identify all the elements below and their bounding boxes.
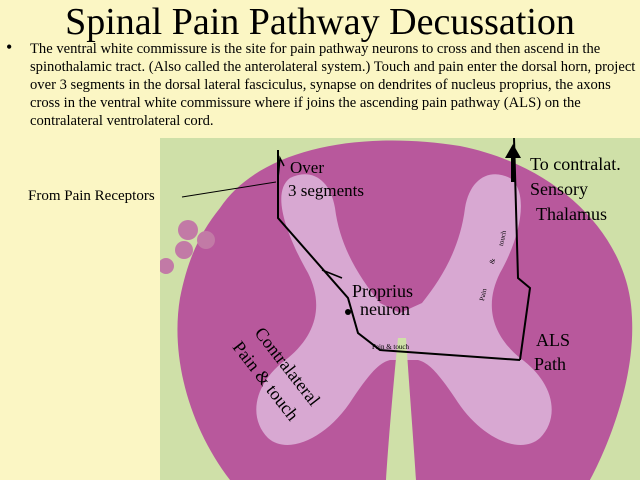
proprius-neuron-dot [345, 309, 351, 315]
thalamus-label: Thalamus [536, 204, 607, 224]
three-segments-label: 3 segments [288, 181, 365, 200]
from-pain-receptors-label: From Pain Receptors [28, 188, 155, 204]
receptor-pointer-line [181, 181, 277, 198]
nerve-root [175, 241, 193, 259]
nerve-root [160, 258, 174, 274]
als-label: ALS [536, 330, 571, 350]
up-arrow-icon [505, 144, 521, 158]
up-arrow-shaft [511, 158, 515, 182]
bullet-dot-icon: • [6, 37, 13, 57]
spinal-cord-svg [160, 138, 640, 480]
bullet-paragraph: The ventral white commissure is the site… [30, 41, 636, 129]
tiny-pain-touch-label: Pain & touch [372, 343, 409, 351]
segment-arrow [277, 155, 285, 179]
nerve-root [197, 231, 215, 249]
als-ascending-line [513, 138, 532, 361]
to-contralat-label: To contralat. [530, 154, 621, 174]
nerve-root [178, 220, 198, 240]
proprius-label: Proprius [352, 281, 414, 301]
slide-title: Spinal Pain Pathway Decussation [65, 1, 575, 43]
ventral-median-fissure [386, 338, 416, 480]
proprius-pointer [321, 269, 343, 279]
over-label: Over [290, 158, 324, 177]
pain-pathway-line [277, 150, 521, 361]
path-label: Path [534, 354, 567, 374]
sensory-label: Sensory [530, 179, 588, 199]
neuron-label: neuron [360, 299, 410, 319]
spinal-cord-section-image [160, 138, 640, 480]
grey-matter [256, 174, 552, 445]
